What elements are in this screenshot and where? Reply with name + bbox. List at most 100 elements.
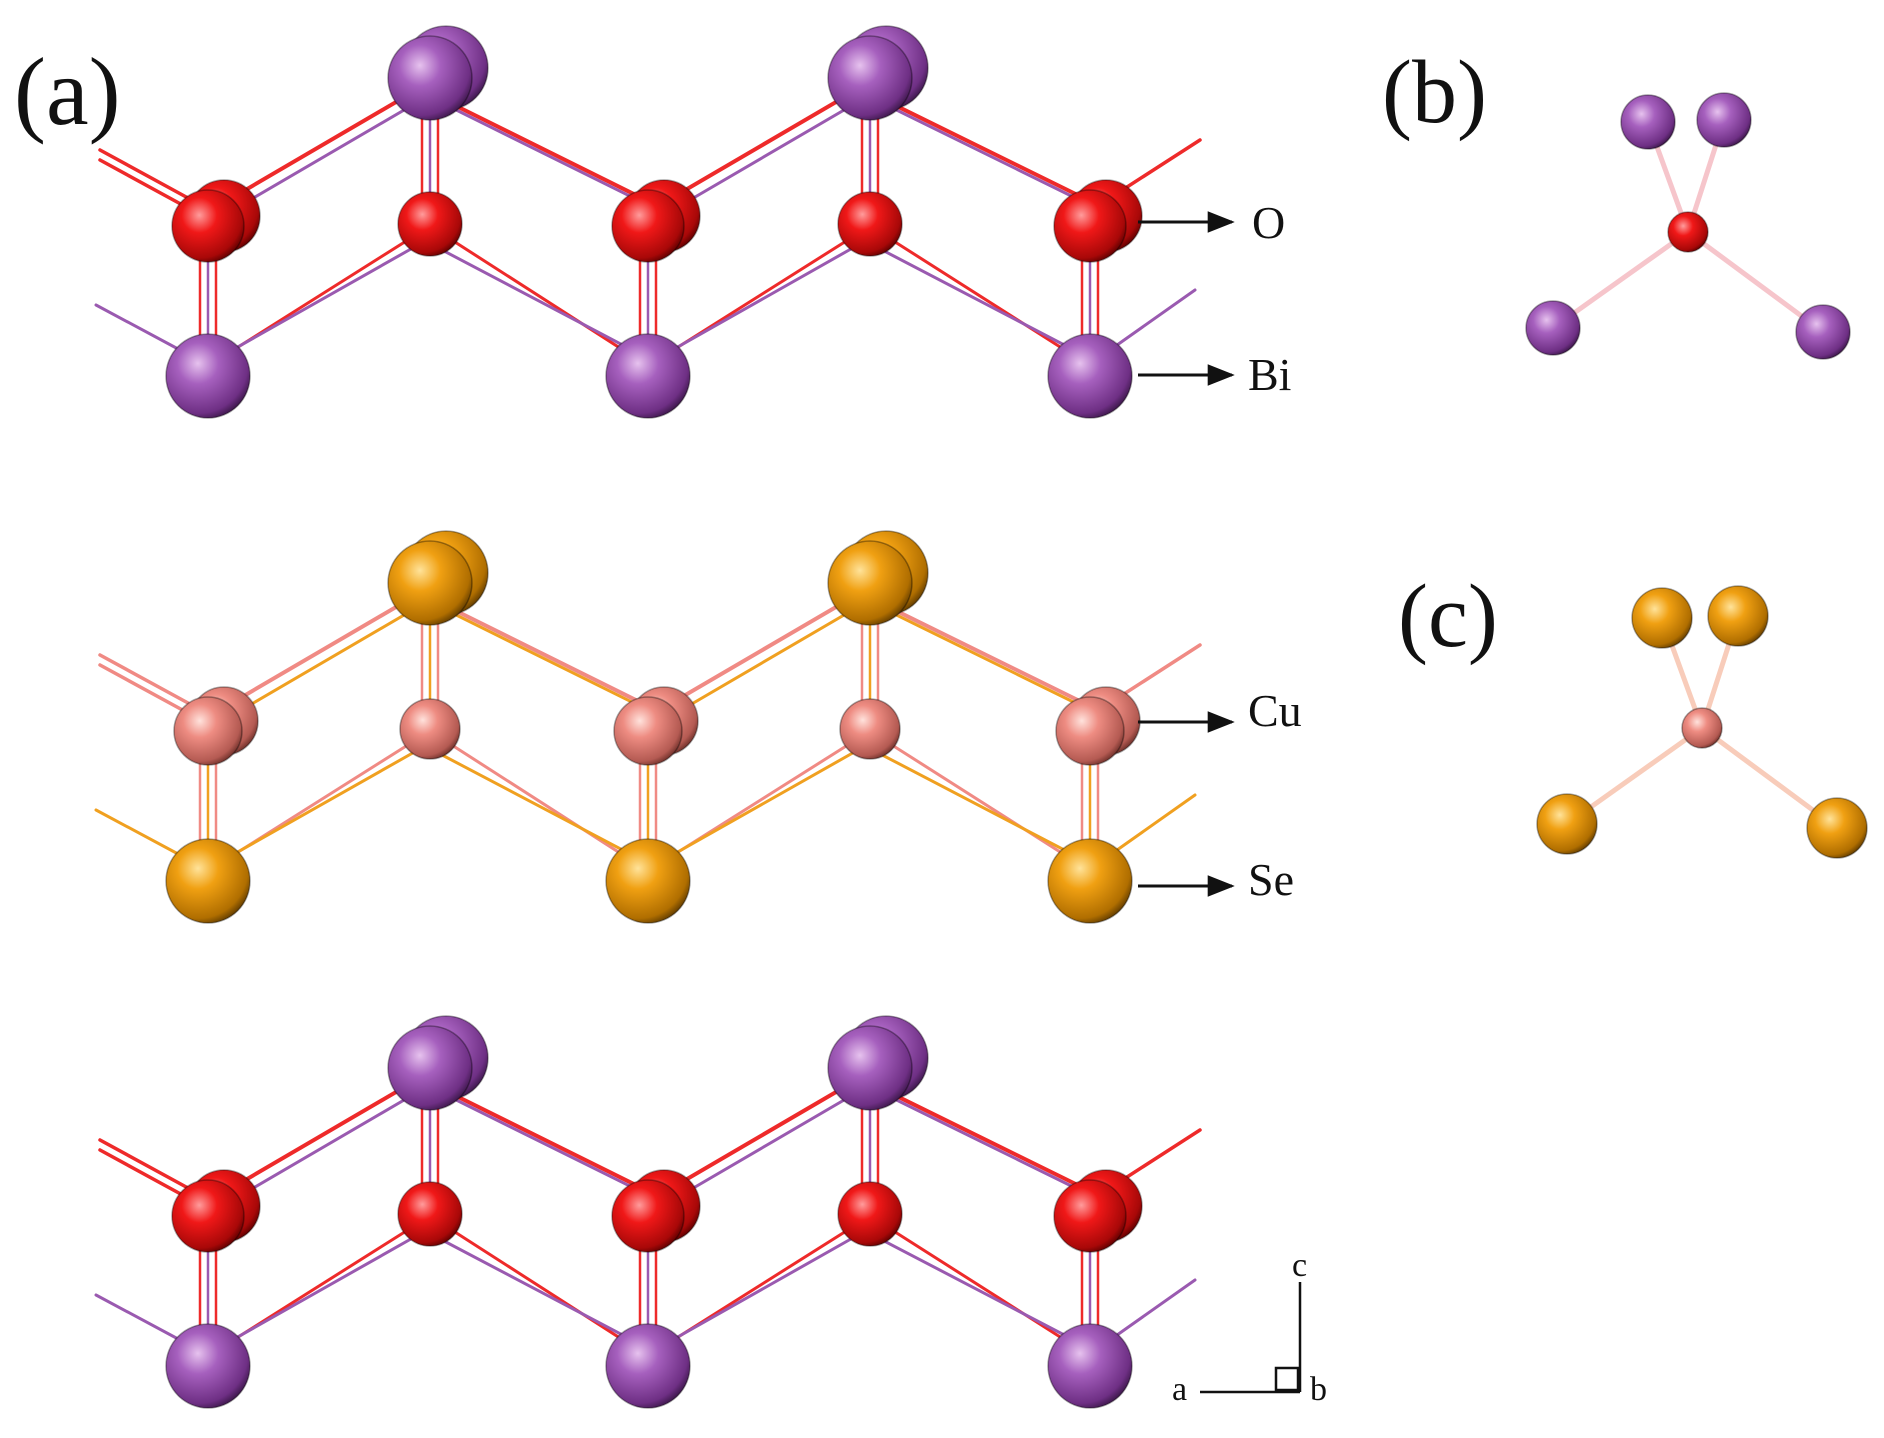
bond-mid-top <box>426 599 668 721</box>
edge-bond <box>94 303 182 352</box>
o-atom <box>837 1181 903 1247</box>
bi-atom <box>827 1025 913 1111</box>
cuse-layer <box>94 530 1202 924</box>
axis-c-label: c <box>1292 1247 1307 1284</box>
bond-bottom-mid <box>211 1229 427 1353</box>
cu-tetrahedron <box>1536 585 1868 859</box>
edge-bond <box>98 148 190 200</box>
bond-mid-top <box>656 1076 862 1198</box>
label-bi-text: Bi <box>1248 349 1291 400</box>
cu-atom <box>613 696 683 766</box>
bond-mid-top <box>664 94 870 216</box>
bond-bottom-mid <box>863 239 1097 363</box>
edge-bond <box>98 663 190 715</box>
se-atom <box>1536 793 1598 855</box>
bond-mid-top <box>216 591 422 713</box>
bond-bottom-mid <box>863 744 1097 868</box>
label-cu: Cu <box>1138 685 1302 736</box>
o-atom <box>1667 211 1709 253</box>
edge-bond <box>94 1293 182 1342</box>
bond-mid-top <box>858 591 1102 713</box>
bond-mid-top <box>656 591 862 713</box>
o-tetrahedron <box>1525 92 1851 360</box>
se-atom <box>1707 585 1769 647</box>
se-atom <box>827 540 913 626</box>
bi-atom <box>605 333 691 419</box>
panel-c-cu-coordination <box>1536 585 1868 859</box>
edge-bond <box>94 808 182 857</box>
se-atom <box>1047 838 1133 924</box>
bond-mid-bottom <box>868 224 1092 368</box>
bond-bottom-mid <box>211 744 427 868</box>
panel-a-layer-structure <box>94 25 1202 1409</box>
cu-atom <box>839 698 901 760</box>
axes-indicator: c a b <box>1172 1247 1327 1408</box>
label-o: O <box>1138 197 1285 248</box>
bio-layer-top <box>94 25 1202 419</box>
bi-atom <box>387 1025 473 1111</box>
bi-atom <box>165 1323 251 1409</box>
label-se: Se <box>1138 854 1294 905</box>
o-atom <box>397 1181 463 1247</box>
o-atom <box>171 1179 245 1253</box>
bond-mid-top <box>866 94 1110 216</box>
bi-atom <box>1620 94 1676 150</box>
bond-mid-top <box>664 599 870 721</box>
bond-mid-bottom <box>428 224 650 368</box>
bi-atom <box>1696 92 1752 148</box>
panel-c-label: (c) <box>1398 567 1498 666</box>
label-cu-text: Cu <box>1248 685 1302 736</box>
axis-a-label: a <box>1172 1371 1187 1408</box>
bond-mid-top <box>224 1084 430 1206</box>
bond-bottom-mid <box>423 1229 655 1353</box>
bond-mid-top <box>858 1076 1102 1198</box>
bi-atom <box>387 35 473 121</box>
label-se-text: Se <box>1248 854 1294 905</box>
bond-mid-bottom <box>428 1214 650 1358</box>
label-o-text: O <box>1252 197 1285 248</box>
se-atom <box>1631 587 1693 649</box>
cu-atom <box>399 698 461 760</box>
bi-atom <box>165 333 251 419</box>
panel-b-o-coordination <box>1525 92 1851 360</box>
bond-bottom-mid <box>863 1229 1097 1353</box>
cu-atom <box>1055 696 1125 766</box>
bond-bottom-mid <box>211 239 427 363</box>
bond-mid-top <box>866 1084 1110 1206</box>
bond-mid-top <box>664 1084 870 1206</box>
bond-mid-top <box>216 86 422 208</box>
cu-atom <box>173 696 243 766</box>
bond-bottom-mid <box>651 1229 867 1353</box>
bond-bottom-mid <box>651 239 867 363</box>
se-atom <box>165 838 251 924</box>
edge-bond <box>1108 1278 1197 1342</box>
bond-mid-top <box>866 599 1110 721</box>
edge-bond <box>98 653 190 705</box>
b-axis-box <box>1274 1366 1300 1392</box>
o-atom <box>611 1179 685 1253</box>
coordination-bond <box>1685 229 1826 335</box>
o-atom <box>397 191 463 257</box>
se-atom <box>387 540 473 626</box>
o-atom <box>1053 1179 1127 1253</box>
panel-a-label: (a) <box>14 38 121 145</box>
edge-bond <box>1108 793 1197 857</box>
bond-mid-top <box>224 599 430 721</box>
bond-mid-bottom <box>428 729 650 873</box>
bond-mid-top <box>858 86 1102 208</box>
bond-mid-top <box>426 94 668 216</box>
bond-mid-top <box>216 1076 422 1198</box>
panel-b-label: (b) <box>1382 43 1487 142</box>
coordination-bond <box>1550 229 1691 331</box>
bond-bottom-mid <box>423 239 655 363</box>
edge-bond <box>98 158 190 210</box>
cu-atom <box>1681 707 1723 749</box>
bond-mid-top <box>426 1084 668 1206</box>
bond-bottom-mid <box>651 744 867 868</box>
edge-bond <box>98 1148 190 1200</box>
bi-atom <box>827 35 913 121</box>
bi-atom <box>1525 300 1581 356</box>
o-atom <box>837 191 903 257</box>
bond-mid-bottom <box>868 729 1092 873</box>
o-atom <box>611 189 685 263</box>
